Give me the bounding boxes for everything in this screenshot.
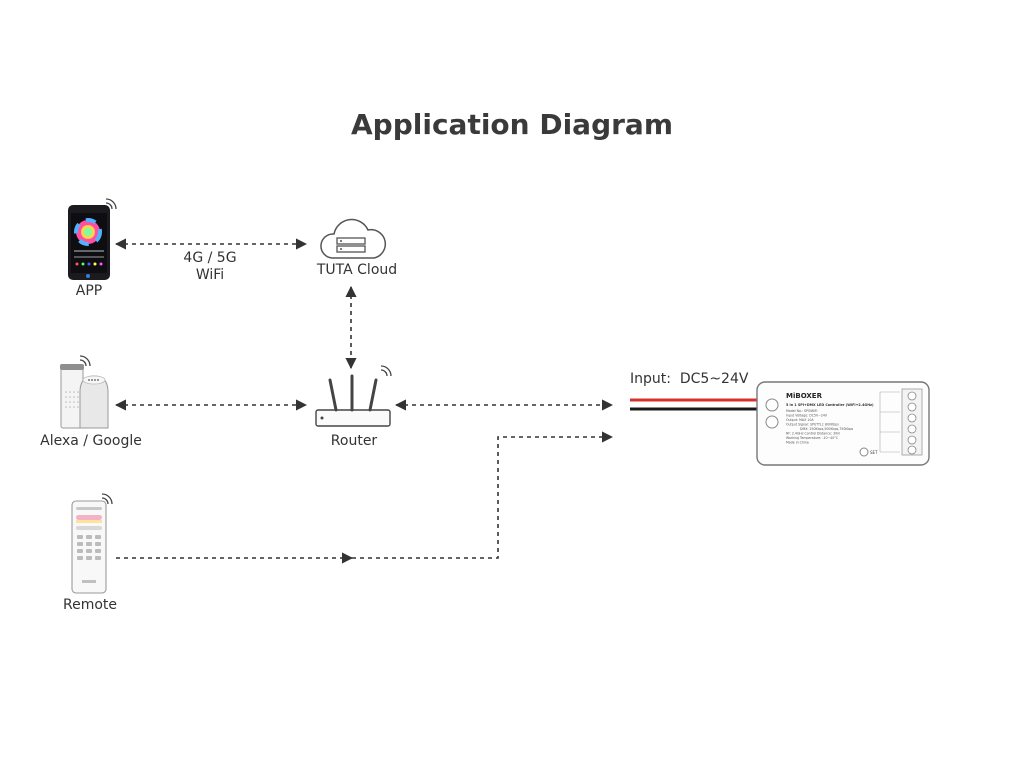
wifi-signal-icon <box>380 365 392 377</box>
wifi-signal-icon <box>105 198 117 210</box>
link-remote-controller <box>116 431 614 564</box>
controller-spec: Model No.: SPI5WiFi <box>786 409 817 413</box>
controller-spec: DMX: 250Kbps,500Kbps,750Kbps <box>800 427 853 431</box>
led-controller-device <box>756 381 930 466</box>
controller-spec: Input Voltage: DC5V~24V <box>786 414 828 418</box>
label-remote: Remote <box>62 597 118 613</box>
label-link-network: 4G / 5G <box>183 250 237 266</box>
label-app: APP <box>75 283 103 299</box>
controller-title: 5 in 1 SPI+DMX LED Controller (WiFi+2.4G… <box>786 403 874 407</box>
wifi-signal-icon <box>101 493 113 505</box>
controller-spec: Output: MAX 10A <box>786 418 814 422</box>
label-alexa-google: Alexa / Google <box>40 433 142 449</box>
controller-set-label: SET <box>870 450 878 455</box>
cloud-server-icon <box>320 218 386 259</box>
label-link-wifi: WiFi <box>195 267 225 283</box>
remote-control-icon <box>71 500 107 594</box>
smart-speaker-icon <box>60 364 109 429</box>
controller-brand: MiBOXER <box>786 392 823 400</box>
label-router: Router <box>330 433 378 449</box>
controller-spec: Output Signal: SPI(TTL): 800Kbps <box>786 423 839 427</box>
page-title: Application Diagram <box>351 108 673 141</box>
phone-icon <box>68 205 110 280</box>
label-input-voltage: Input: DC5~24V <box>630 371 749 387</box>
controller-spec: Made in China <box>786 441 809 445</box>
controller-spec: RF: 2.4GHz Control Distance: 30m <box>786 432 840 436</box>
router-icon <box>315 374 391 427</box>
label-cloud: TUTA Cloud <box>316 262 398 278</box>
controller-spec: Working Temperature: -10~40°C <box>786 436 839 440</box>
wifi-signal-icon <box>79 355 91 367</box>
